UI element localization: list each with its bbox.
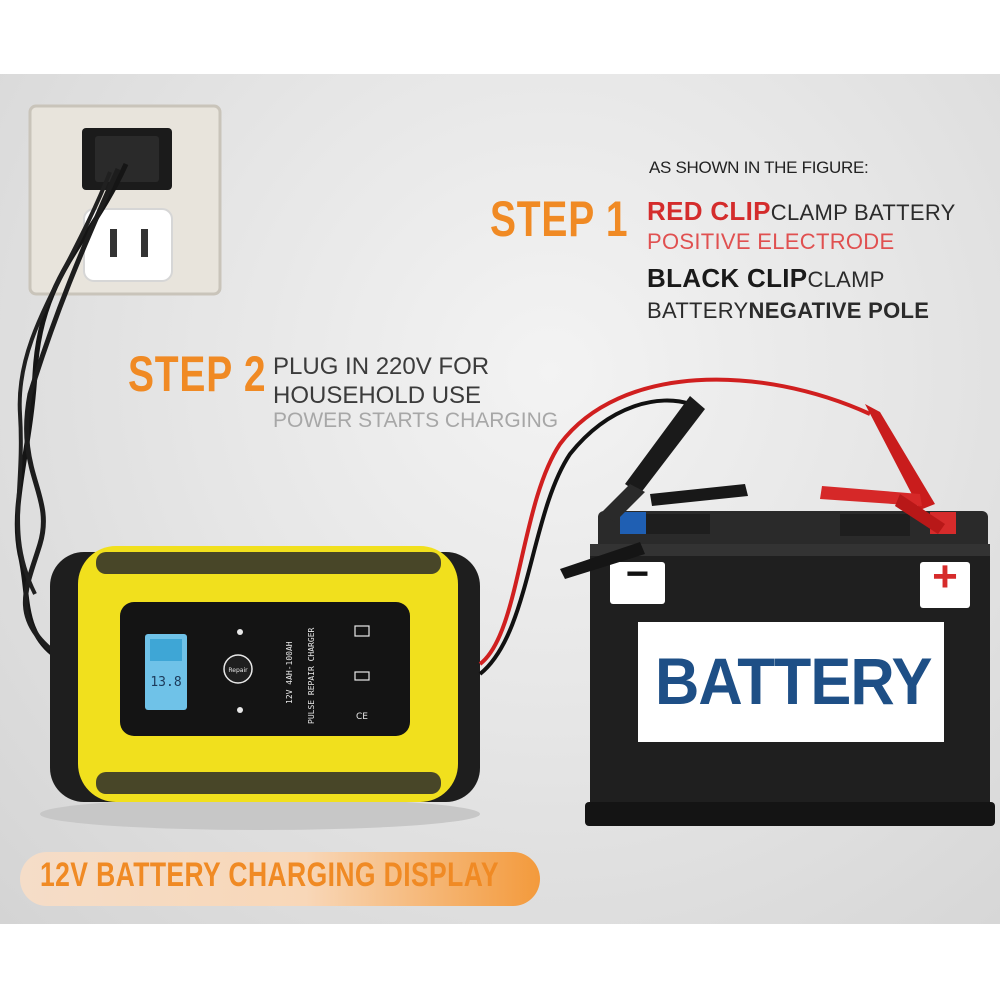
positive-terminal-symbol: + <box>932 552 958 601</box>
svg-text:Repair: Repair <box>228 667 248 674</box>
black-clip-text: BLACK CLIP <box>647 263 808 293</box>
black-clip-icon <box>560 396 748 579</box>
battery-label-text: BATTERY <box>655 644 932 718</box>
step1-heading: STEP 1 <box>490 191 629 247</box>
step2-heading: STEP 2 <box>128 346 267 402</box>
banner-text: 12V BATTERY CHARGING DISPLAY <box>40 856 499 894</box>
illustration: 13.8 Repair 12V 4AH-100AH PULSE REPAIR C… <box>14 104 995 830</box>
svg-text:13.8: 13.8 <box>150 675 181 690</box>
red-clip-icon <box>820 404 945 534</box>
step1-line2: POSITIVE ELECTRODE <box>647 229 895 254</box>
black-clip-rest-text: CLAMP <box>807 267 885 292</box>
svg-text:CE: CE <box>356 712 368 722</box>
step1-line1: RED CLIPCLAMP BATTERY <box>647 196 956 227</box>
red-cable <box>478 377 871 666</box>
negative-pole-text: NEGATIVE POLE <box>748 298 930 323</box>
red-clip-rest-text: CLAMP BATTERY <box>770 200 956 225</box>
svg-text:12V 4AH-100AH: 12V 4AH-100AH <box>285 641 294 704</box>
figure-note: AS SHOWN IN THE FIGURE: <box>649 158 869 177</box>
battery-label-plate <box>638 622 944 742</box>
negative-terminal-symbol: − <box>625 552 650 596</box>
step1-line4: BATTERYNEGATIVE POLE <box>647 298 929 324</box>
step2-line1: PLUG IN 220V FOR <box>273 353 490 380</box>
red-clip-text: RED CLIP <box>647 196 771 226</box>
bottom-banner <box>20 852 540 906</box>
step2-line2: HOUSEHOLD USE <box>273 382 482 409</box>
step2-line3: POWER STARTS CHARGING <box>273 409 559 432</box>
step1-line3: BLACK CLIPCLAMP <box>647 263 885 294</box>
charger-device: 13.8 Repair 12V 4AH-100AH PULSE REPAIR C… <box>50 546 480 802</box>
wall-socket-icon <box>28 104 222 296</box>
svg-text:PULSE REPAIR CHARGER: PULSE REPAIR CHARGER <box>307 627 316 724</box>
product-image-panel: 13.8 Repair 12V 4AH-100AH PULSE REPAIR C… <box>0 74 1000 924</box>
black-cable <box>478 398 691 676</box>
battery-word-text: BATTERY <box>647 298 749 323</box>
